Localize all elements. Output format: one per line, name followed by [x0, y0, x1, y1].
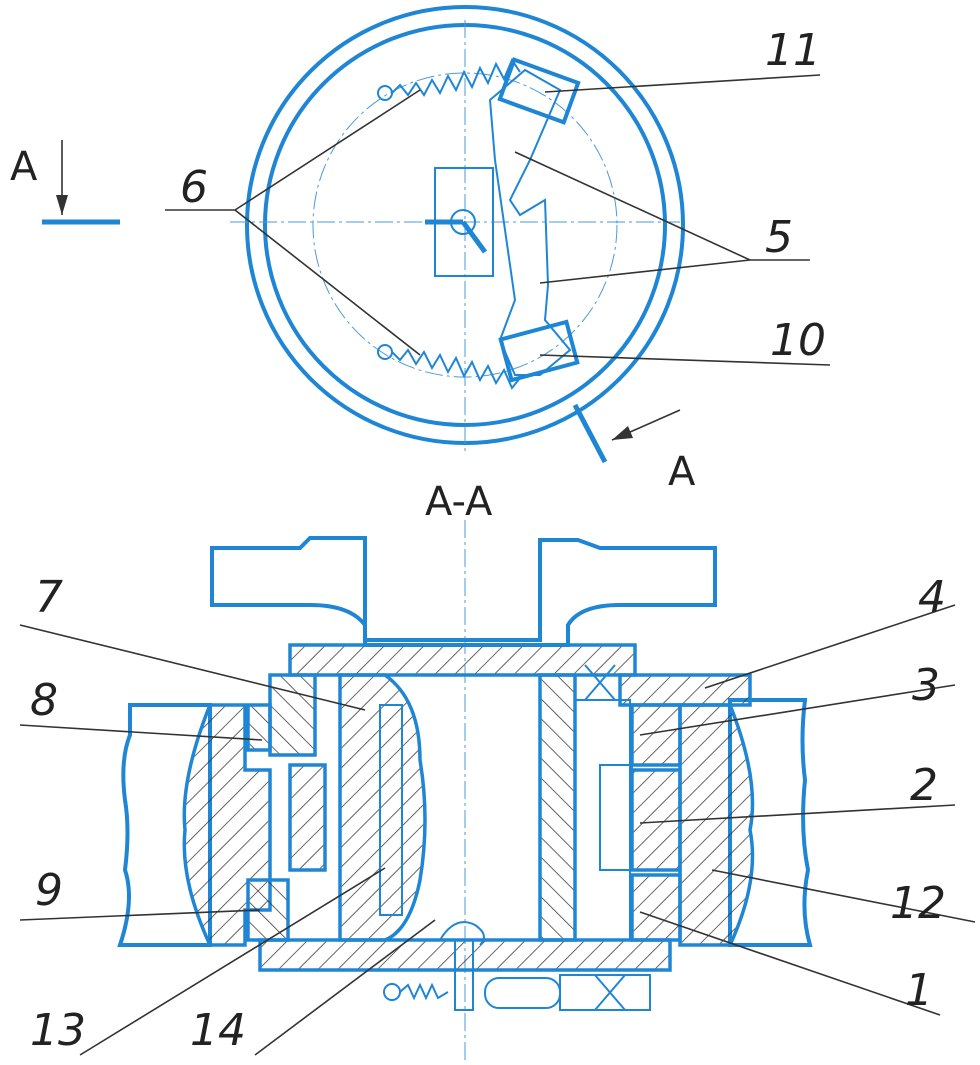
- label-3: 3: [912, 660, 940, 711]
- lever-5: [488, 68, 572, 376]
- label-4: 4: [918, 572, 946, 623]
- ring-2: [630, 768, 682, 872]
- body-12-right: [678, 703, 755, 947]
- base-housing: [117, 698, 813, 947]
- label-1: 1: [905, 965, 933, 1016]
- section-title: A-A: [425, 479, 493, 525]
- section-marker-right: A: [668, 449, 696, 495]
- spring-top: [391, 57, 521, 97]
- ring-8: [268, 673, 317, 757]
- label-5: 5: [765, 212, 793, 263]
- label-6: 6: [180, 162, 208, 213]
- cover-4: [288, 643, 637, 677]
- label-13: 13: [30, 1005, 86, 1056]
- label-14: 14: [190, 1005, 246, 1056]
- section-line-right: [572, 403, 608, 464]
- label-8: 8: [30, 675, 58, 726]
- label-9: 9: [35, 865, 63, 916]
- label-11: 11: [765, 25, 821, 76]
- label-10: 10: [770, 315, 826, 366]
- block-10: [498, 319, 580, 383]
- lever-7: [338, 673, 427, 942]
- pin-13: [379, 704, 403, 916]
- bottom-plate: [258, 938, 672, 972]
- section-marker-left: A: [10, 144, 38, 190]
- top-view: [42, 5, 685, 464]
- section-view: [117, 520, 813, 1060]
- plunger-14: [439, 921, 485, 946]
- ring-1: [630, 873, 682, 942]
- block-11: [497, 57, 581, 125]
- label-2: 2: [910, 760, 938, 811]
- label-7: 7: [35, 572, 63, 623]
- ring-3: [630, 703, 682, 767]
- label-12: 12: [890, 878, 946, 929]
- spring-bottom: [391, 348, 521, 390]
- sleeve: [538, 673, 577, 942]
- leader-lines: [19, 74, 976, 1056]
- handle: [210, 536, 717, 647]
